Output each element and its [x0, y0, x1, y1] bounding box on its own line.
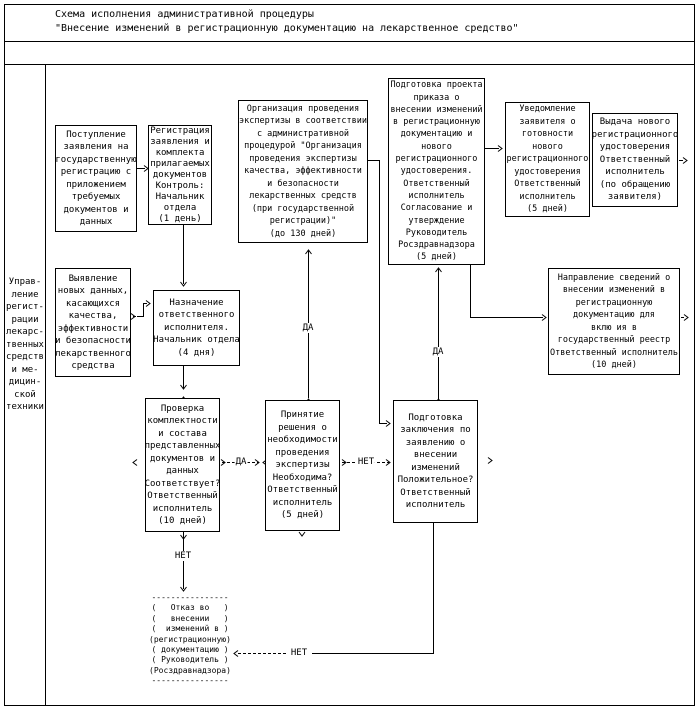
arrow-issue-exit: [679, 157, 688, 164]
arrow-registration-assign: [180, 225, 187, 287]
edge-label-yes-decision: ДА: [301, 323, 315, 333]
node-refusal: ---------------- ( Отказ во ) ( внесении…: [148, 593, 232, 687]
arrow-expertise-conclusion: [368, 160, 391, 427]
arrow-order-registry: [470, 265, 547, 321]
arrow-check-refusal-no: [180, 532, 187, 592]
outer-border: [4, 4, 695, 706]
node-assign-executor: Назначение ответственного исполнителя. Н…: [153, 290, 240, 366]
node-order-draft: Подготовка проекта приказа о внесении из…: [388, 78, 485, 265]
arrow-check-left-stub: [132, 459, 138, 466]
arrow-order-notify: [485, 145, 503, 152]
node-registry-entry: Направление сведений о внесении изменени…: [548, 268, 680, 375]
node-issue-certificate: Выдача нового регистрационного удостовер…: [592, 113, 678, 207]
node-expertise-decision: Принятие решения о необходимости проведе…: [265, 400, 340, 531]
edge-label-no-conclusion: НЕТ: [289, 648, 309, 658]
node-conclusion: Подготовка заключения по заявлению о вне…: [393, 400, 478, 523]
arrow-newdata-assign: [130, 300, 151, 320]
edge-label-yes-conclusion: ДА: [431, 347, 445, 357]
sidebar-department-label: Управ- ление регист- рации лекарс- твенн…: [6, 277, 44, 412]
page-title-line2: "Внесение изменений в регистрационную до…: [55, 23, 519, 34]
node-expertise-organization: Организация проведения экспертизы в соот…: [238, 100, 368, 243]
arrow-conclusion-refusal-no: [233, 523, 434, 657]
node-registration: Регистрация заявления и комплекта прилаг…: [148, 125, 212, 225]
arrow-assign-check: [180, 366, 187, 402]
arrow-registry-exit: [681, 314, 689, 321]
edge-label-no-decision: НЕТ: [356, 457, 376, 467]
arrow-receipt-registration: [137, 165, 149, 172]
node-notify-applicant: Уведомление заявителя о готовности новог…: [505, 102, 590, 217]
node-completeness-check: Проверка комплектности и состава предста…: [145, 398, 220, 532]
page-title-line1: Схема исполнения административной процед…: [55, 9, 314, 20]
node-new-data: Выявление новых данных, касающихся качес…: [55, 268, 131, 377]
edge-label-yes-check: ДА: [234, 457, 248, 467]
arrow-decision-bottom-stub: [298, 531, 306, 537]
arrow-conclusion-right-stub: [487, 457, 493, 464]
edge-label-no-check: НЕТ: [173, 551, 193, 561]
arrow-conclusion-order-yes: [435, 267, 442, 404]
node-receipt: Поступление заявления на государственную…: [55, 125, 137, 232]
